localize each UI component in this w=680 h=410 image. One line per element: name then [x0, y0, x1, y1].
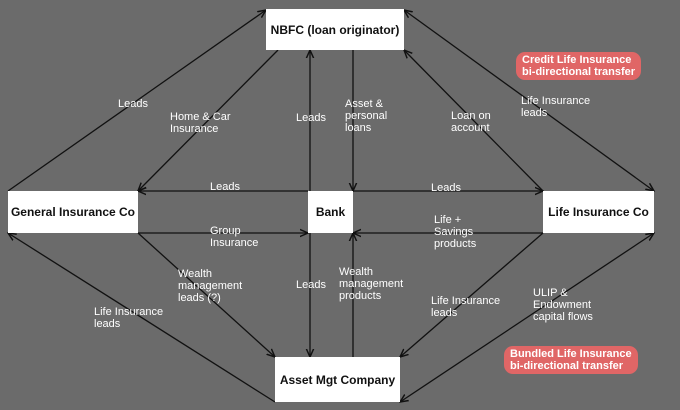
label-group-insurance: Group Insurance	[210, 225, 259, 249]
edge-nbfc-general-home-car	[138, 49, 279, 191]
label-life-insurance-leads-amc: Life Insurance leads	[431, 295, 501, 319]
edge-general-amc-wealth-leads	[137, 232, 275, 357]
label-home-car-insurance: Home & Car Insurance	[170, 111, 231, 135]
edge-amc-life-bundled	[400, 233, 654, 402]
label-life-insurance-leads-left: Life Insurance leads	[94, 306, 164, 330]
label-wealth-management-leads: Wealth management leads (?)	[178, 268, 243, 304]
node-life-insurance[interactable]: Life Insurance Co	[543, 191, 654, 233]
edge-nbfc-life-credit-life	[404, 10, 654, 191]
label-leads-amc-bank: Leads	[296, 279, 326, 291]
label-asset-personal-loans: Asset & personal loans	[345, 98, 388, 134]
callout-bundled-life: Bundled Life Insurance bi-directional tr…	[504, 346, 638, 374]
edge-amc-general-life-leads	[8, 233, 276, 403]
label-ulip-endowment: ULIP & Endowment capital flows	[533, 287, 593, 323]
label-leads-bank-nbfc: Leads	[296, 112, 326, 124]
label-life-savings-products: Life + Savings products	[434, 214, 477, 250]
label-loan-on-account: Loan on account	[451, 110, 491, 134]
node-general-insurance[interactable]: General Insurance Co	[8, 191, 138, 233]
label-leads-bank-general: Leads	[210, 181, 240, 193]
node-amc[interactable]: Asset Mgt Company	[275, 357, 400, 402]
edge-general-nbfc-leads	[7, 10, 266, 192]
label-leads-general-nbfc: Leads	[118, 98, 148, 110]
node-nbfc[interactable]: NBFC (loan originator)	[266, 9, 404, 50]
label-life-insurance-leads-top: Life Insurance leads	[521, 95, 591, 119]
label-leads-bank-life: Leads	[431, 182, 461, 194]
node-bank[interactable]: Bank	[308, 191, 353, 233]
callout-credit-life: Credit Life Insurance bi-directional tra…	[516, 52, 642, 80]
label-wealth-management-products: Wealth management products	[339, 266, 404, 302]
